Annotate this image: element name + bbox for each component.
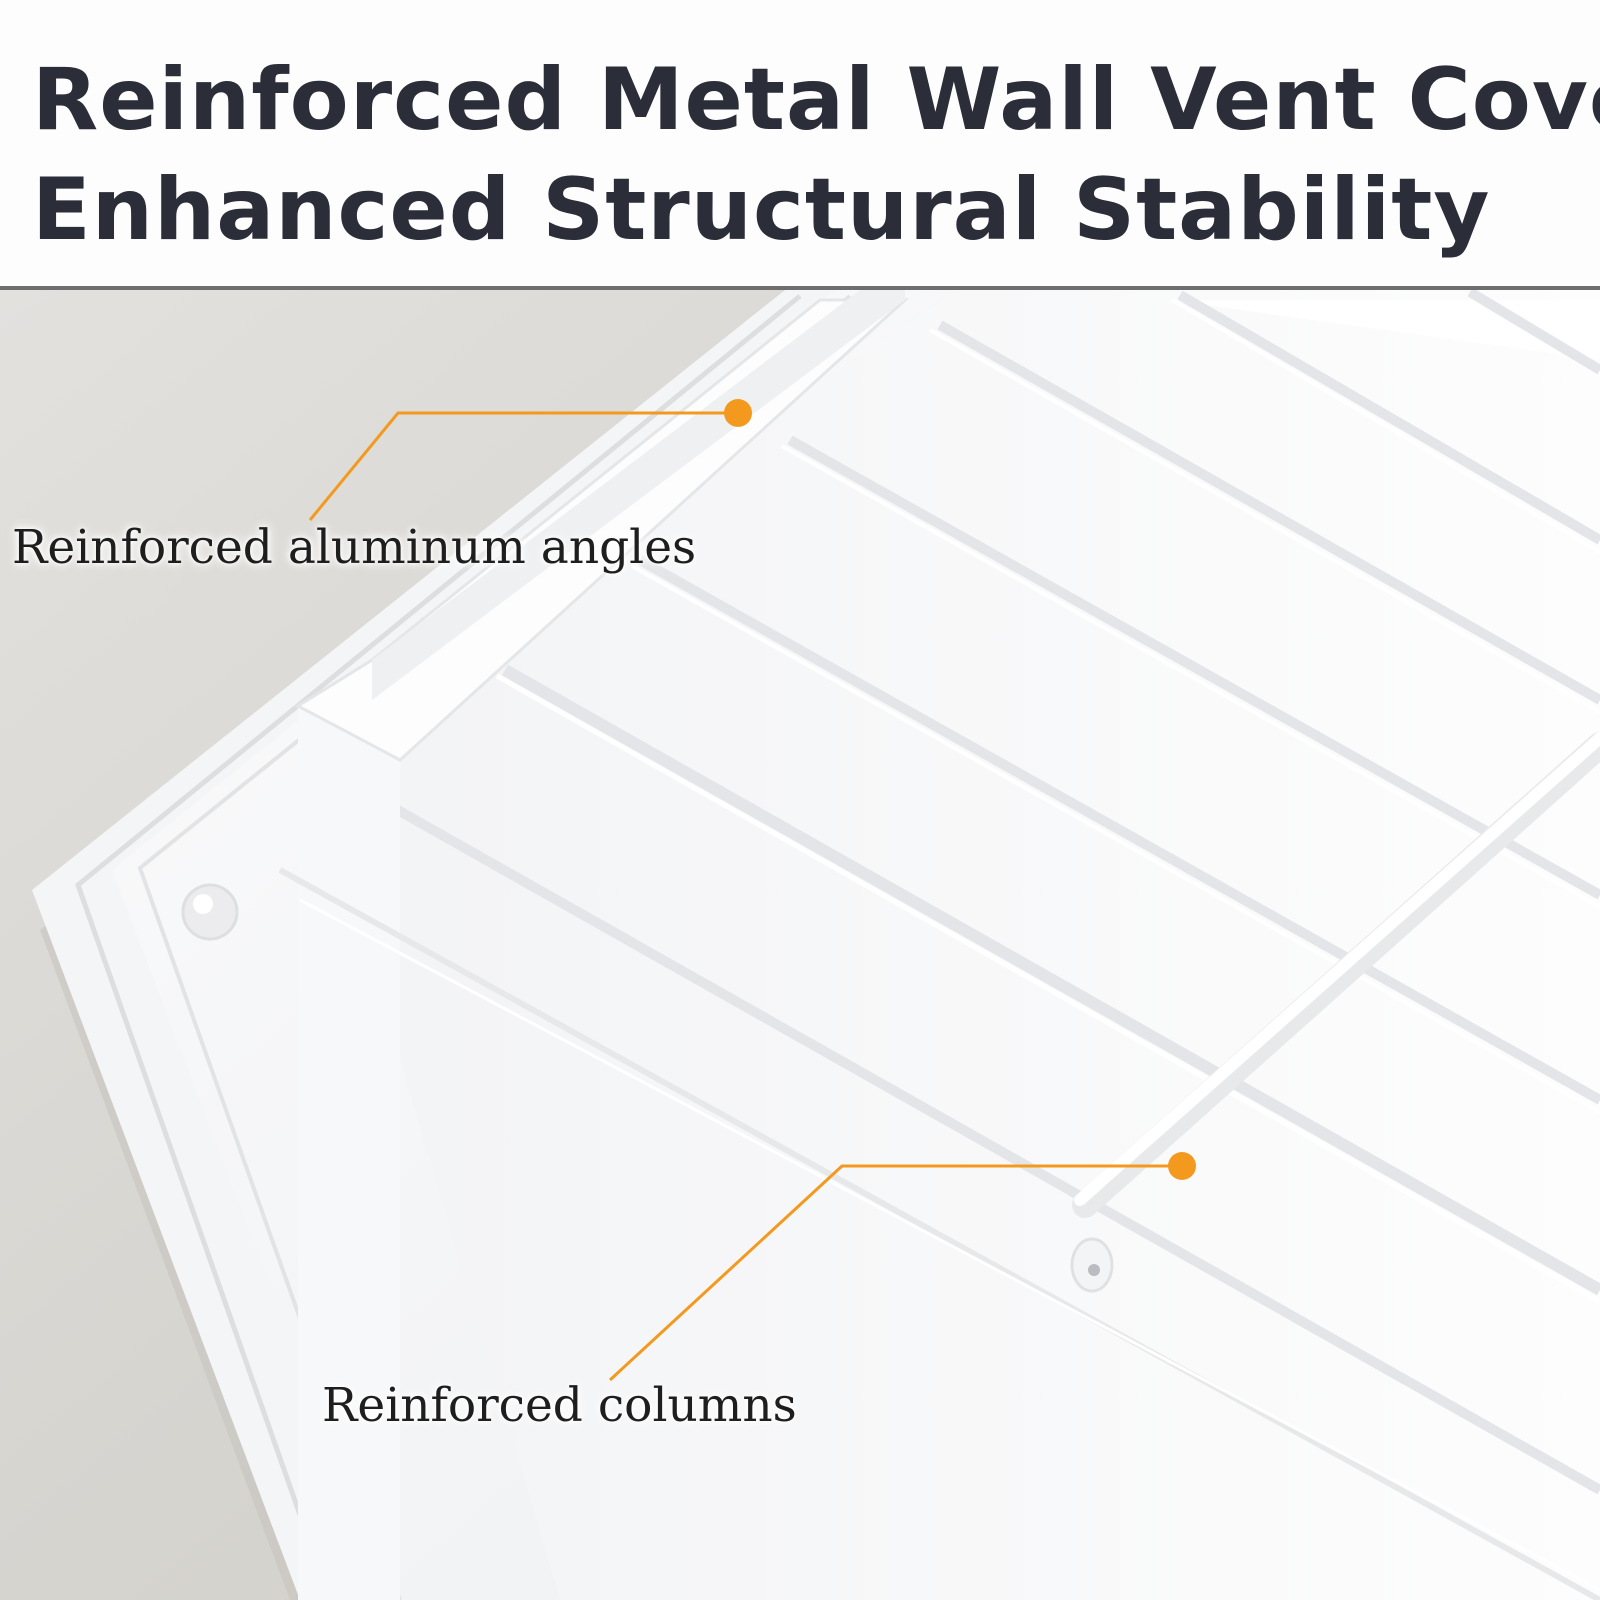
column-rivet-hole [1088,1264,1100,1276]
header-divider [0,286,1600,290]
frame-channel-line-2 [299,898,1600,1592]
vent-cover-illustration [0,290,1600,1600]
frame-bevel-line [75,294,802,1600]
header-banner: Reinforced Metal Wall Vent Cover: Enhanc… [0,0,1600,288]
aluminum-angle-face [372,290,905,700]
callout-label-columns: Reinforced columns [322,1378,797,1433]
callout-label-aluminum-angles: Reinforced aluminum angles [12,520,697,575]
reinforced-column-bar-highlight [1074,732,1600,1206]
aluminum-angle-wall [298,706,400,1600]
frame-channel-line [278,867,1600,1600]
callout-dot-columns [1168,1152,1196,1180]
vent-opening [300,290,1600,1600]
screw-cap-highlight [193,894,213,914]
louver-slats [377,290,1600,1495]
callout-line-columns [608,1164,1182,1382]
page-title-line-1: Reinforced Metal Wall Vent Cover: [32,50,1600,150]
callout-line-aluminum-angles [308,411,738,521]
screw-cap [181,883,239,941]
callout-dot-aluminum-angles [724,399,752,427]
vent-cover-photo [0,290,1600,1600]
page-title-line-2: Enhanced Structural Stability [32,160,1491,260]
